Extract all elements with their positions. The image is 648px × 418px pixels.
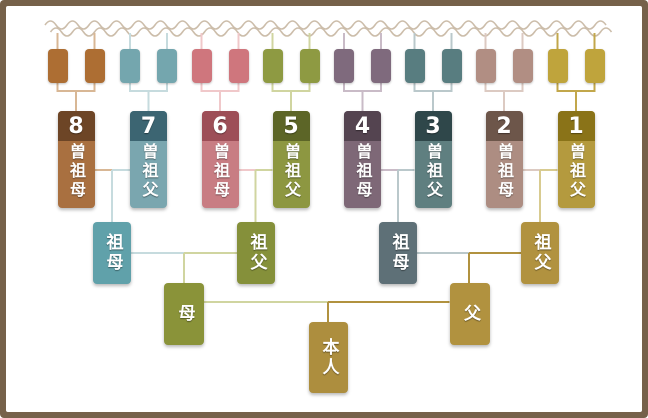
ancestor-rect <box>47 49 68 83</box>
wavy-ancestor-line <box>49 27 613 37</box>
grandfather-paternal-box: 祖父 <box>521 222 559 284</box>
father-label: 父 <box>460 304 480 324</box>
ggp-5-label: 曽祖父 <box>282 143 301 200</box>
ggp-4-number: 4 <box>344 111 381 141</box>
ancestor-rect <box>512 49 533 83</box>
ancestor-rect <box>262 49 283 83</box>
ancestor-rect <box>334 49 354 83</box>
grandfather-maternal-label: 祖父 <box>246 233 267 273</box>
grandfather-maternal-box: 祖父 <box>237 222 275 284</box>
self-label: 本人 <box>318 337 339 378</box>
ggp-8-box: 8 曽祖母 <box>57 111 95 208</box>
ggp-7-label: 曽祖父 <box>139 143 159 200</box>
ggp-1-number: 1 <box>557 111 595 141</box>
ggp-5-box: 5 曽祖父 <box>272 111 310 208</box>
grandmother-paternal-box: 祖母 <box>379 222 417 284</box>
ancestor-rect <box>371 49 391 83</box>
ancestor-rect <box>120 49 140 83</box>
ancestor-rect <box>404 49 425 83</box>
ancestor-rect <box>475 49 496 83</box>
ancestor-rect <box>584 49 605 83</box>
ancestor-rect <box>84 49 105 83</box>
ggp-3-label: 曽祖父 <box>424 143 443 200</box>
ggp-6-box: 6 曽祖母 <box>201 111 239 208</box>
ggp-8-number: 8 <box>57 111 95 141</box>
ggp-8-label: 曽祖母 <box>67 143 86 200</box>
ancestor-rect <box>441 49 462 83</box>
mother-box: 母 <box>164 283 204 345</box>
ggp-7-number: 7 <box>130 111 167 141</box>
ancestor-rect <box>191 49 212 83</box>
ggp-2-box: 2 曽祖母 <box>485 111 523 208</box>
ancestor-rect <box>547 49 568 83</box>
ancestor-rect <box>299 49 320 83</box>
wavy-ancestor-line <box>44 20 607 30</box>
ggp-1-label: 曽祖父 <box>567 143 586 200</box>
ancestor-rect <box>228 49 249 83</box>
ggp-1-box: 1 曽祖父 <box>557 111 595 208</box>
self-box: 本人 <box>308 322 348 393</box>
ggp-2-label: 曽祖母 <box>495 143 514 200</box>
ancestor-rect <box>157 49 177 83</box>
mother-label: 母 <box>174 304 195 324</box>
ggp-6-label: 曽祖母 <box>211 143 230 200</box>
ggp-3-number: 3 <box>414 111 452 141</box>
ggp-4-label: 曽祖母 <box>353 143 373 200</box>
ggp-5-number: 5 <box>272 111 310 141</box>
ggp-7-box: 7 曽祖父 <box>130 111 167 208</box>
grandfather-paternal-label: 祖父 <box>530 233 551 273</box>
grandmother-maternal-label: 祖母 <box>102 233 123 273</box>
ggp-3-box: 3 曽祖父 <box>414 111 452 208</box>
father-box: 父 <box>449 283 490 345</box>
grandmother-maternal-box: 祖母 <box>93 222 131 284</box>
ggp-6-number: 6 <box>201 111 239 141</box>
ggp-2-number: 2 <box>485 111 523 141</box>
ggp-4-box: 4 曽祖母 <box>344 111 381 208</box>
grandmother-paternal-label: 祖母 <box>388 233 409 273</box>
